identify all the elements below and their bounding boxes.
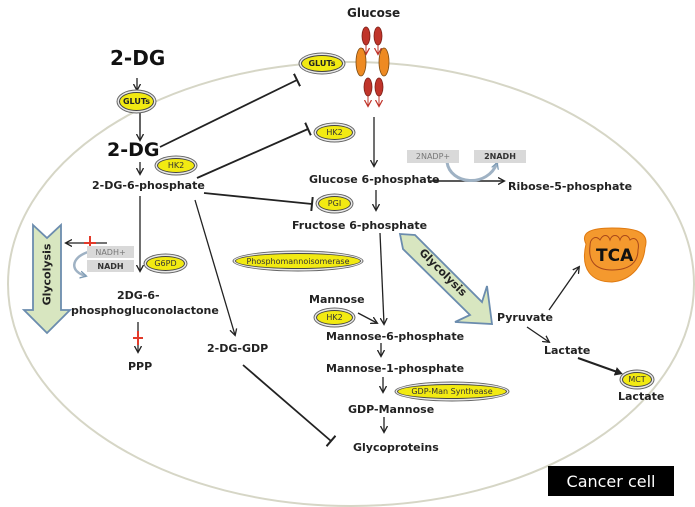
inhibit-2dg-gluts [159, 73, 301, 148]
pyruvate-label: Pyruvate [497, 311, 554, 324]
cofactor-curve-left [73, 250, 89, 276]
ppp-label: PPP [128, 360, 153, 373]
2dg-inside-label: 2-DG [107, 139, 160, 161]
glucose-transporter-icon [355, 26, 390, 106]
arrow-2dg6p-to-2dggdp [194, 199, 235, 335]
lactate-inside-label: Lactate [544, 344, 591, 357]
lactate-outside-label: Lactate [618, 390, 665, 403]
glycolysis-label-left: Glycolysis [40, 243, 54, 306]
inhibit-2dggdp-glycoproteins [242, 364, 337, 447]
cancer-cell-badge: Cancer cell [548, 466, 674, 496]
mannose-label: Mannose [309, 293, 365, 306]
glucose-label: Glucose [347, 6, 401, 20]
enzyme-mct: MCT [622, 372, 652, 387]
arrow-pyruvate-to-lactate [526, 326, 549, 342]
arrow-pyruvate-to-tca [548, 267, 579, 311]
enzyme-hk2-left: HK2 [157, 158, 195, 173]
arrow-lactate-to-mct [577, 357, 623, 376]
cofactor-nadh-plus: NADH+ [87, 246, 134, 258]
lactone-label-line2: phosphogluconolactone [71, 304, 219, 317]
enzyme-pgi: PGI [318, 196, 351, 211]
cofactor-curve-right [445, 162, 497, 182]
2dg-outside-label: 2-DG [110, 46, 166, 70]
cofactor-2nadh: 2NADH [474, 150, 526, 163]
cofactor-nadh: NADH [87, 260, 134, 272]
inhibit-2dg6p-pgi [203, 192, 314, 212]
enzyme-hk2-mannose: HK2 [316, 310, 353, 325]
lactone-label-line1: 2DG-6- [117, 289, 160, 302]
ribose5p-label: Ribose-5-phosphate [508, 180, 633, 193]
mannose1p-label: Mannose-1-phosphate [326, 362, 465, 375]
inhibit-2dg6p-hk2 [196, 122, 312, 179]
fructose6p-label: Fructose 6-phosphate [292, 219, 428, 232]
2dggdp-label: 2-DG-GDP [207, 342, 269, 355]
gdp-mannose-label: GDP-Mannose [348, 403, 435, 416]
cell-membrane [7, 61, 695, 507]
cofactor-2nadp: 2NADP+ [407, 150, 459, 163]
glycolysis-arrow-left [21, 222, 73, 335]
mannose6p-label: Mannose-6-phosphate [326, 330, 465, 343]
enzyme-g6pd: G6PD [146, 256, 185, 271]
glucose6p-label: Glucose 6-phosphate [309, 173, 440, 186]
tca-label: TCA [596, 246, 634, 266]
2dg6p-label: 2-DG-6-phosphate [92, 179, 205, 192]
enzyme-phosphomannoisomerase: Phosphomannoisomerase [235, 253, 361, 269]
glycolysis-arrow-right [398, 233, 494, 325]
enzyme-gdp-man-synthase: GDP-Man Synthease [397, 384, 507, 399]
glycoproteins-label: Glycoproteins [353, 441, 439, 454]
enzyme-hk2-top: HK2 [316, 125, 353, 140]
block-cross-icon [133, 331, 143, 345]
mitochondria-icon [584, 227, 647, 283]
arrow-f6p-to-m6p [379, 232, 384, 324]
enzyme-gluts-left: GLUTs [119, 92, 154, 111]
arrow-mannose-to-m6p [357, 312, 377, 323]
enzyme-gluts-top: GLUTs [301, 55, 343, 72]
